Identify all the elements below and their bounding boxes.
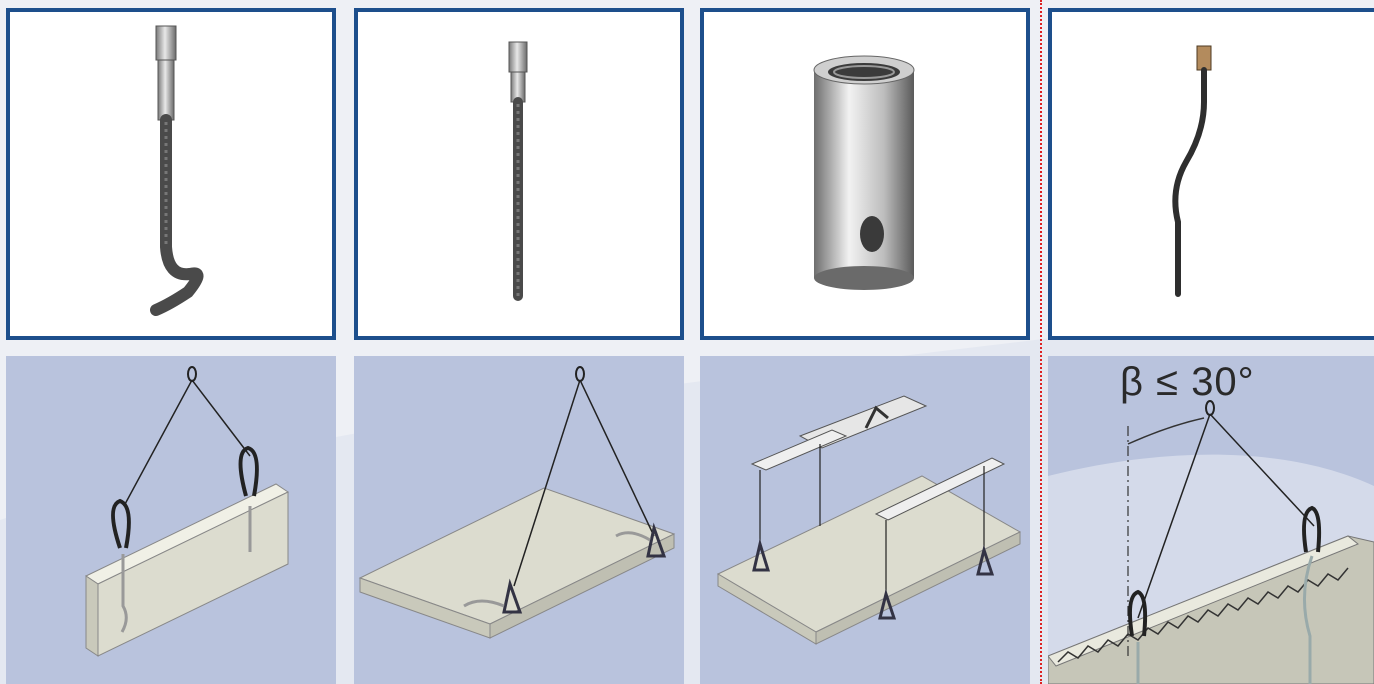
spreader-beam-lifting-icon xyxy=(716,395,1022,645)
bent-rebar-anchor-icon xyxy=(150,25,204,316)
scene-panel-spreader-beam xyxy=(700,356,1030,684)
product-panel-threaded-sleeve xyxy=(700,8,1030,340)
product-panel-straight-anchor xyxy=(354,8,684,340)
scene-panel-flat-slab xyxy=(354,356,684,684)
angle-label: β ≤ 30° xyxy=(1120,360,1255,404)
scene-panel-sandwich-panel xyxy=(1048,356,1374,684)
sandwich-panel-lifting-icon xyxy=(1048,400,1374,684)
scene-panel-vertical-panel xyxy=(6,356,336,684)
product-panel-wavy-anchor xyxy=(1048,8,1374,340)
wavy-wire-anchor-icon xyxy=(1172,45,1212,297)
section-divider xyxy=(1040,0,1042,684)
threaded-sleeve-icon xyxy=(813,55,915,290)
product-panel-bent-anchor xyxy=(6,8,336,340)
flat-slab-lifting-icon xyxy=(358,366,676,639)
vertical-panel-lifting-icon xyxy=(84,366,290,657)
straight-rebar-anchor-icon xyxy=(508,41,528,301)
